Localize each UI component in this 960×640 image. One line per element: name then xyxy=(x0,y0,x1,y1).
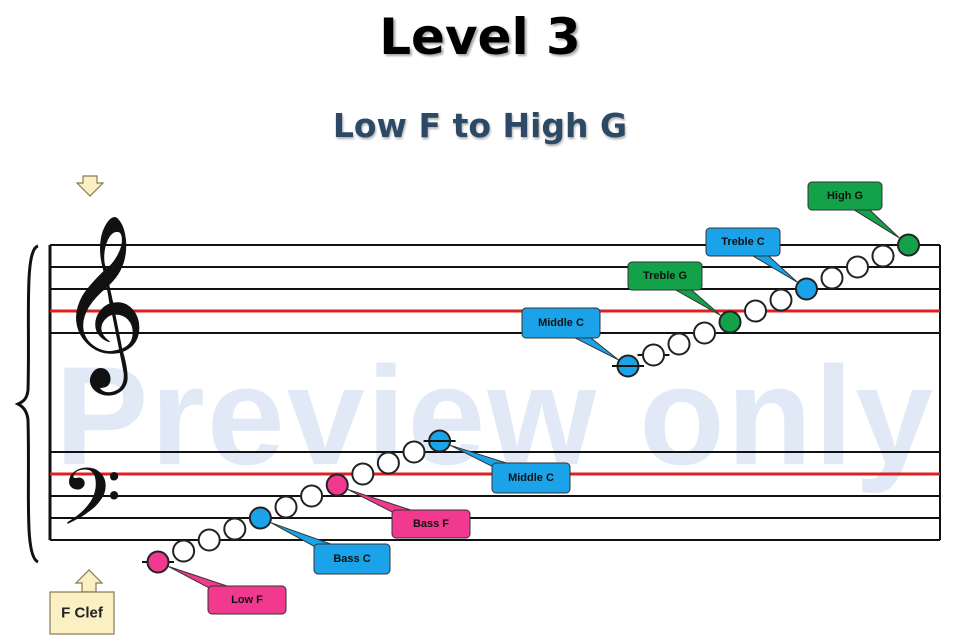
note-plain xyxy=(693,321,716,345)
callout-label: Treble G xyxy=(643,270,687,282)
callout-box xyxy=(627,261,703,291)
note-plain xyxy=(820,266,844,290)
callout-bass-c: Bass C xyxy=(270,522,391,575)
note-plain xyxy=(769,288,793,312)
down-arrow-icon xyxy=(75,175,105,197)
callout-label: Bass C xyxy=(333,553,370,565)
callout-high-g: High G xyxy=(807,181,900,239)
callout-treble-c: Treble C xyxy=(705,227,798,283)
note-plain xyxy=(223,517,247,541)
note-plain xyxy=(300,484,324,508)
note-plain xyxy=(172,539,196,563)
note-plain xyxy=(274,495,298,519)
note-plain xyxy=(667,332,691,356)
callout-box xyxy=(491,462,571,494)
note-plain xyxy=(376,451,400,475)
callout-box xyxy=(521,307,601,339)
page-title: Level 3 xyxy=(379,8,581,66)
note-pink xyxy=(325,473,349,497)
note-pink xyxy=(146,550,170,574)
callout-label: Low F xyxy=(231,594,263,606)
callout-label: High G xyxy=(827,190,863,202)
note-plain xyxy=(846,255,869,279)
note-plain xyxy=(402,440,426,464)
note-plain xyxy=(744,299,767,323)
note-blue xyxy=(248,506,272,530)
note-plain xyxy=(642,343,665,367)
note-green xyxy=(897,233,920,257)
callout-box xyxy=(807,181,883,211)
note-blue xyxy=(795,277,818,301)
callout-box xyxy=(313,543,391,575)
note-plain xyxy=(197,528,221,552)
callout-label: Middle C xyxy=(508,472,554,484)
f-clef-marker-box xyxy=(49,591,115,635)
note-plain xyxy=(351,462,375,486)
note-plain xyxy=(871,244,895,268)
up-arrow-icon xyxy=(74,569,104,593)
page-subtitle: Low F to High G xyxy=(332,106,628,145)
callout-bass-f: Bass F xyxy=(347,488,471,539)
callout-treble-g: Treble G xyxy=(627,261,721,316)
callout-box xyxy=(705,227,781,257)
callout-label: Treble C xyxy=(721,236,764,248)
callout-label: Middle C xyxy=(538,317,584,329)
callout-box xyxy=(391,509,471,539)
callout-low-f: Low F xyxy=(168,566,287,615)
callout-label: Bass F xyxy=(413,518,449,530)
note-green xyxy=(718,310,742,334)
callout-middle-c: Middle C xyxy=(521,307,619,361)
callout-middle-c: Middle C xyxy=(450,444,571,494)
bass-clef-icon: 𝄢 xyxy=(60,451,122,563)
callout-box xyxy=(207,585,287,615)
staff-brace xyxy=(14,244,39,564)
treble-clef-icon: 𝄞 xyxy=(58,214,147,396)
f-clef-label: F Clef xyxy=(61,605,104,622)
